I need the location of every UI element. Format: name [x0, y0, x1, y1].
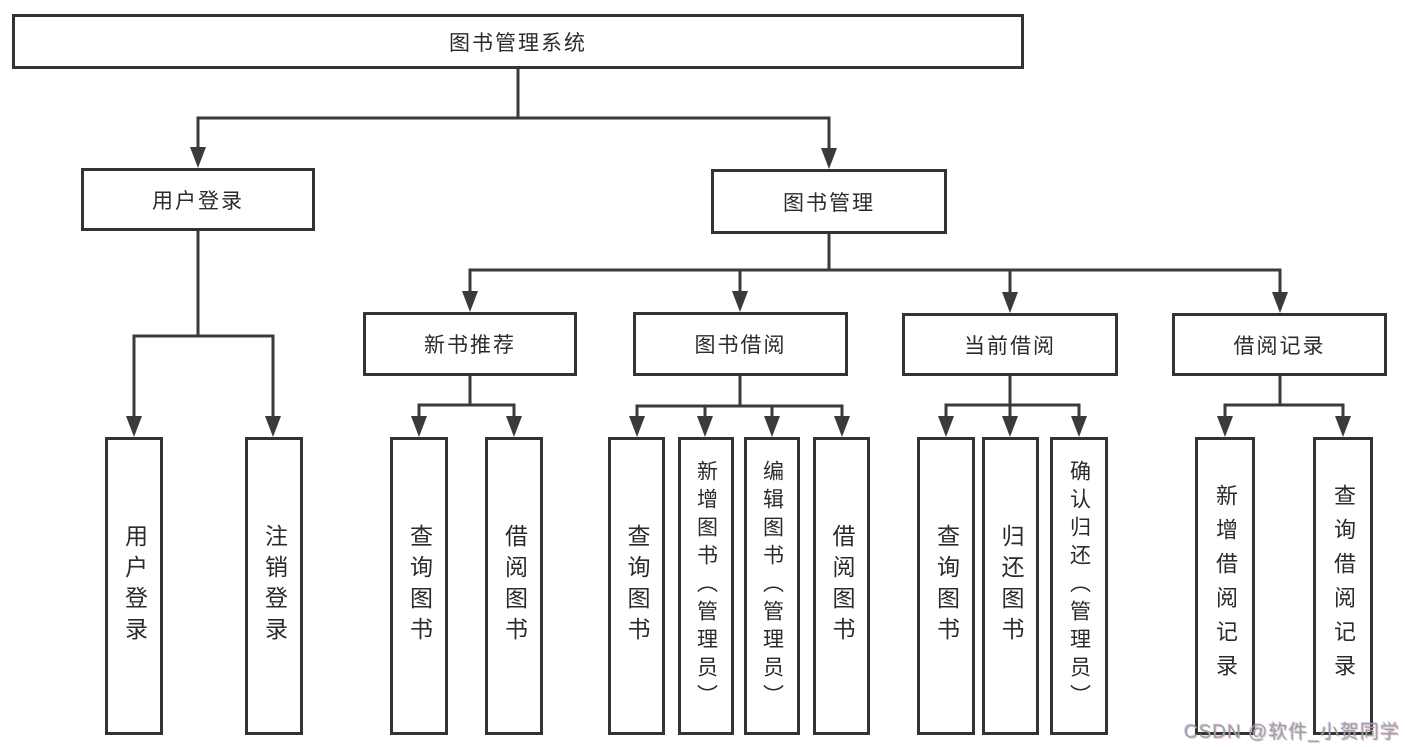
connector-current-borrow: [944, 376, 1081, 419]
leaf-br-query-record: 查询借阅记录: [1313, 437, 1373, 735]
node-borrow-records-label: 借阅记录: [1233, 334, 1326, 358]
leaf-br-query-record-label: 查询借阅记录: [1331, 484, 1356, 688]
leaf-rec-query-book-label: 查询图书: [406, 524, 433, 648]
leaf-bb-add-book-label: 新增图书（管理员）: [694, 460, 718, 712]
arrowheads: [126, 147, 1351, 437]
leaf-logout-label: 注销登录: [261, 524, 288, 648]
node-user-login-branch-label: 用户登录: [152, 189, 244, 213]
leaf-cb-return-book-label: 归还图书: [998, 524, 1024, 648]
node-current-borrow: 当前借阅: [902, 313, 1118, 376]
node-root-label: 图书管理系统: [449, 31, 587, 55]
node-root: 图书管理系统: [12, 14, 1024, 69]
leaf-bb-borrow-book-label: 借阅图书: [829, 524, 855, 648]
leaf-cb-return-book: 归还图书: [982, 437, 1039, 735]
leaf-rec-borrow-book-label: 借阅图书: [501, 524, 528, 648]
leaf-cb-query-book: 查询图书: [917, 437, 975, 735]
leaf-cb-confirm-return: 确认归还（管理员）: [1050, 437, 1108, 735]
connector-book-borrow: [635, 376, 844, 419]
leaf-rec-query-book: 查询图书: [390, 437, 448, 735]
node-book-mgmt-branch: 图书管理: [711, 169, 947, 234]
leaf-bb-edit-book-label: 编辑图书（管理员）: [760, 460, 784, 712]
leaf-user-login-label: 用户登录: [121, 524, 148, 648]
leaf-bb-query-book: 查询图书: [608, 437, 665, 735]
leaf-logout: 注销登录: [245, 437, 303, 735]
leaf-br-add-record-label: 新增借阅记录: [1213, 484, 1238, 688]
leaf-bb-add-book: 新增图书（管理员）: [678, 437, 734, 735]
node-user-login-branch: 用户登录: [81, 168, 315, 231]
node-borrow-records: 借阅记录: [1172, 313, 1387, 376]
node-new-book-rec-label: 新书推荐: [424, 334, 516, 357]
csdn-watermark: CSDN @软件_小贺同学: [1184, 722, 1400, 743]
connector-root: [196, 69, 831, 151]
leaf-cb-query-book-label: 查询图书: [933, 524, 960, 648]
leaf-rec-borrow-book: 借阅图书: [485, 437, 543, 735]
node-current-borrow-label: 当前借阅: [964, 334, 1056, 358]
node-book-borrow-label: 图书借阅: [694, 334, 787, 357]
node-book-borrow: 图书借阅: [633, 312, 848, 376]
connector-borrow-records: [1223, 376, 1345, 419]
leaf-br-add-record: 新增借阅记录: [1195, 437, 1255, 735]
connector-new-book-rec: [417, 376, 516, 419]
leaf-bb-edit-book: 编辑图书（管理员）: [744, 437, 800, 735]
connector-book-mgmt: [468, 234, 1282, 295]
connector-user-login: [132, 231, 275, 419]
leaf-cb-confirm-return-label: 确认归还（管理员）: [1067, 460, 1091, 712]
leaf-bb-borrow-book: 借阅图书: [813, 437, 870, 735]
leaf-user-login: 用户登录: [105, 437, 163, 735]
node-book-mgmt-branch-label: 图书管理: [783, 191, 875, 215]
leaf-bb-query-book-label: 查询图书: [624, 524, 650, 648]
node-new-book-rec: 新书推荐: [363, 312, 577, 376]
